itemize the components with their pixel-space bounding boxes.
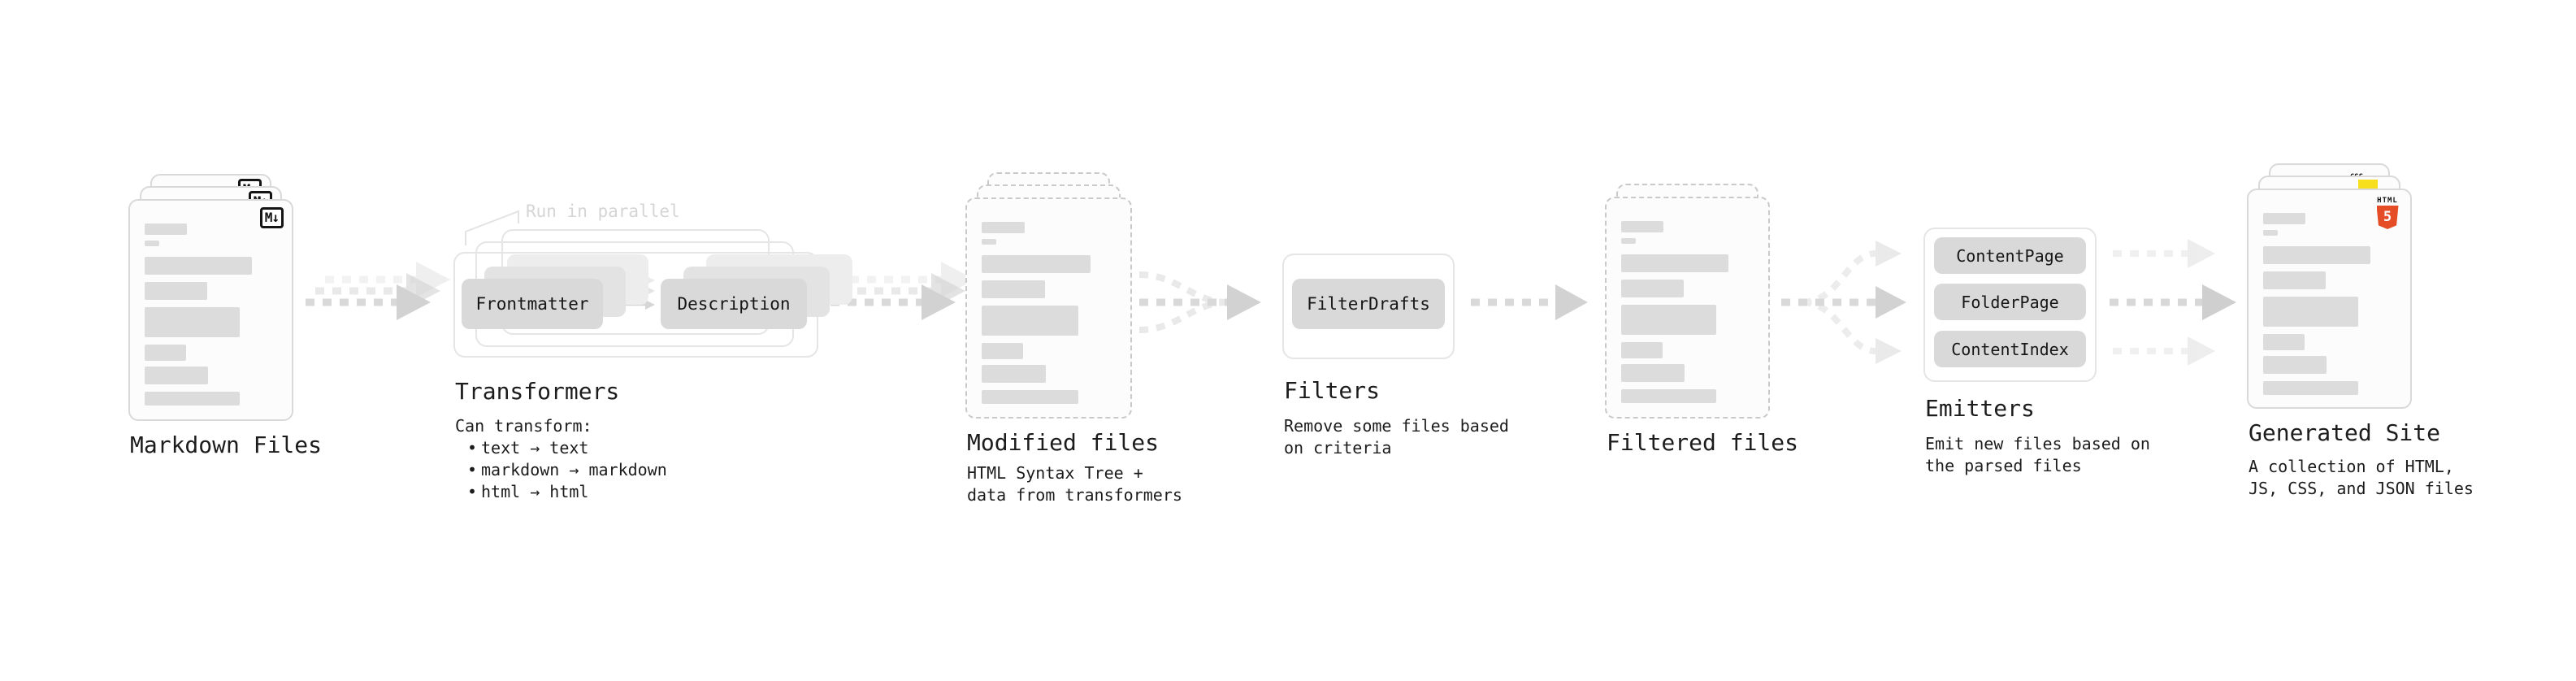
doc-line: [145, 257, 253, 275]
contentindex-box: ContentIndex: [1934, 331, 2086, 367]
html5-icon-word: HTML: [2377, 197, 2398, 205]
bullet-item: •html → html: [455, 481, 667, 503]
contentpage-box: ContentPage: [1934, 237, 2086, 274]
desc-line: data from transformers: [967, 485, 1182, 505]
stage-title-emitters: Emitters: [1925, 395, 2035, 422]
arrow-emitters-to-site: [2110, 239, 2236, 366]
arrow-filters-to-filtered: [1471, 284, 1588, 320]
bullet-text: markdown → markdown: [481, 460, 667, 479]
doc-line: [2263, 271, 2326, 289]
doc-line: [1621, 389, 1717, 403]
bullet-glyph: •: [466, 460, 478, 479]
doc-line: [2263, 381, 2359, 395]
emitters-description: Emit new files based on the parsed files: [1925, 433, 2150, 477]
html5-icon: HTML 5: [2373, 197, 2402, 229]
stage-transformers: Run in parallel Frontmatter Description …: [453, 202, 852, 505]
generated-site-description: A collection of HTML, JS, CSS, and JSON …: [2249, 456, 2474, 500]
bullet-item: •markdown → markdown: [455, 459, 667, 481]
doc-line: [1621, 305, 1717, 335]
doc-line: [1621, 221, 1664, 232]
stage-title-transformers: Transformers: [455, 378, 620, 405]
stage-emitters: ContentPage FolderPage ContentIndex Emit…: [1923, 228, 2150, 488]
transformers-description: Can transform: •text → text •markdown → …: [455, 415, 667, 503]
desc-line: JS, CSS, and JSON files: [2249, 479, 2474, 498]
desc-line: HTML Syntax Tree +: [967, 463, 1143, 483]
doc-line: [982, 280, 1045, 298]
filters-description: Remove some files based on criteria: [1284, 415, 1509, 459]
desc-line: Remove some files based: [1284, 416, 1509, 436]
site-file-card-html: HTML 5: [2247, 189, 2412, 409]
frontmatter-box: Frontmatter: [462, 279, 603, 329]
doc-line: [2263, 230, 2278, 236]
bullet-text: html → html: [481, 482, 589, 501]
stage-markdown-files: M↓ M↓ M↓ Markdown Files: [128, 174, 322, 458]
html5-icon-shield: 5: [2376, 206, 2399, 229]
stage-filtered-files: Filtered files: [1605, 184, 1798, 456]
doc-line: [1621, 254, 1729, 272]
doc-line: [982, 390, 1078, 404]
doc-line: [145, 223, 188, 235]
bullet-item: •text → text: [455, 437, 667, 459]
stage-title-modified-files: Modified files: [967, 429, 1160, 456]
doc-line: [2263, 213, 2306, 224]
bullet-glyph: •: [466, 482, 478, 501]
modified-files-description: HTML Syntax Tree + data from transformer…: [967, 462, 1182, 506]
desc-line: A collection of HTML,: [2249, 457, 2454, 476]
folderpage-box: FolderPage: [1934, 284, 2086, 320]
description-box: Description: [661, 279, 807, 329]
stage-filters: FilterDrafts Filters Remove some files b…: [1282, 254, 1509, 465]
doc-placeholder-lines: [967, 199, 1130, 404]
markdown-icon: M↓: [259, 207, 284, 228]
markdown-file-card-front: M↓: [128, 199, 293, 421]
stage-title-filters: Filters: [1284, 377, 1381, 404]
emitters-frame: [1923, 228, 2097, 382]
stage-title-generated-site: Generated Site: [2249, 419, 2441, 446]
desc-line: Emit new files based on: [1925, 434, 2150, 453]
doc-placeholder-lines: [1607, 198, 1768, 403]
doc-line: [982, 365, 1047, 383]
doc-line: [2263, 246, 2371, 264]
filters-frame: [1282, 254, 1455, 359]
doc-line: [145, 307, 241, 337]
doc-placeholder-lines: [130, 201, 292, 406]
doc-line: [982, 255, 1091, 273]
desc-line: the parsed files: [1925, 456, 2082, 475]
doc-line: [145, 392, 241, 406]
doc-line: [2263, 297, 2359, 327]
filtered-file-card-front: [1605, 197, 1770, 419]
doc-line: [145, 345, 186, 361]
doc-line: [2263, 356, 2327, 374]
doc-line: [982, 239, 997, 245]
doc-line: [145, 367, 209, 384]
doc-line: [145, 282, 207, 300]
can-transform-heading: Can transform:: [455, 416, 592, 436]
doc-placeholder-lines: [2249, 190, 2410, 395]
doc-line: [982, 306, 1078, 336]
stage-modified-files: Modified files HTML Syntax Tree + data f…: [965, 172, 1182, 505]
annotation-leader-line: [465, 210, 519, 245]
doc-line: [1621, 342, 1663, 358]
stage-title-markdown-files: Markdown Files: [130, 432, 323, 458]
doc-line: [2263, 334, 2305, 350]
doc-line: [1621, 364, 1685, 382]
arrow-modified-to-filters-converge: [1138, 271, 1261, 333]
doc-line: [982, 343, 1024, 359]
doc-line: [145, 241, 159, 246]
doc-line: [1621, 238, 1636, 244]
bullet-glyph: •: [466, 438, 478, 458]
modified-file-card-front: [965, 197, 1132, 419]
run-in-parallel-annotation: Run in parallel: [526, 202, 680, 221]
filterdrafts-box: FilterDrafts: [1292, 279, 1445, 329]
doc-line: [1621, 280, 1684, 297]
stage-title-filtered-files: Filtered files: [1607, 429, 1799, 456]
arrow-markdown-to-transformers: [306, 262, 450, 320]
arrow-filtered-to-emitters-fanout: [1781, 241, 1906, 364]
bullet-text: text → text: [481, 438, 589, 458]
doc-line: [982, 222, 1025, 233]
desc-line: on criteria: [1284, 438, 1392, 458]
stage-generated-site: CSS HTML 5 Generated Site A collection o…: [2247, 163, 2474, 498]
arrow-transformers-to-modified: [830, 262, 975, 320]
